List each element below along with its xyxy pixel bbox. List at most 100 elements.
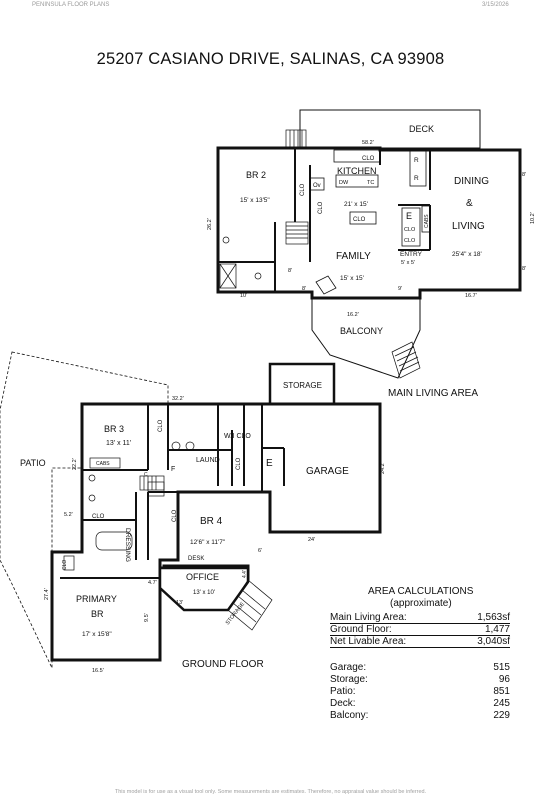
office-dim: 13' x 10' bbox=[193, 590, 215, 596]
kitchen-dim: 21' x 15' bbox=[344, 201, 368, 208]
refrigerator-label-2: R bbox=[414, 175, 419, 182]
primary-dim: 17' x 15'8" bbox=[82, 631, 112, 638]
area-row-label: Deck: bbox=[330, 698, 356, 709]
garage-label: GARAGE bbox=[306, 466, 349, 477]
area-row-value: 245 bbox=[493, 698, 510, 709]
primary-label: PRIMARY bbox=[76, 594, 117, 604]
interior-stairs bbox=[285, 221, 309, 245]
family-chair bbox=[315, 275, 337, 295]
area-row-value: 851 bbox=[493, 686, 510, 697]
garage-storage-label: STORAGE bbox=[283, 381, 322, 390]
balcony-stairs bbox=[391, 341, 421, 379]
trash-compactor-label: TC bbox=[367, 180, 374, 186]
dim-10-2: 10.2' bbox=[530, 212, 536, 224]
dim-9: 9' bbox=[398, 286, 402, 292]
entry-dim: 5' x 5' bbox=[401, 260, 415, 266]
br4-dim: 12'6" x 11'7" bbox=[190, 539, 226, 546]
dim-10: 10' bbox=[240, 293, 247, 299]
dim-26-2: 26.2' bbox=[207, 218, 213, 230]
living-label: LIVING bbox=[452, 221, 485, 232]
balcony-label: BALCONY bbox=[340, 326, 383, 336]
dim-27-4: 27.4' bbox=[44, 588, 50, 600]
area-row-label: Ground Floor: bbox=[330, 624, 392, 635]
area-row-value: 1,563sf bbox=[477, 612, 510, 623]
area-row-label: Patio: bbox=[330, 686, 356, 697]
dim-22-2: 22.2' bbox=[72, 458, 78, 470]
deck-outline bbox=[299, 109, 481, 149]
date-header: 3/15/2026 bbox=[482, 2, 509, 8]
desk-label: DESK bbox=[188, 556, 204, 562]
ground-interior-walls bbox=[52, 404, 285, 579]
dim-16-5: 16.5' bbox=[92, 668, 104, 674]
clo-label-hall: CLO bbox=[318, 201, 324, 214]
dim-8-d: 8' bbox=[302, 286, 306, 292]
amp-label: & bbox=[466, 198, 473, 209]
entry-label: ENTRY bbox=[400, 251, 423, 258]
family-label: FAMILY bbox=[336, 251, 371, 262]
dressing-label: DRESSING bbox=[124, 528, 131, 562]
cabs-label-ground: CABS bbox=[96, 461, 110, 467]
dim-9-5: 9.5' bbox=[144, 613, 150, 622]
area-calc-title: AREA CALCULATIONS bbox=[368, 586, 474, 597]
deck-label: DECK bbox=[409, 124, 434, 134]
clo-label-primary: CLO bbox=[92, 514, 105, 520]
main-floor-walls bbox=[216, 146, 522, 300]
upper-labels: DECK BR 2 15' x 13'5" KITCHEN 21' x 15' … bbox=[207, 124, 536, 399]
area-row-label: Net Livable Area: bbox=[330, 636, 407, 647]
dim-8-b: 8' bbox=[522, 266, 526, 272]
ground-labels: STORAGE BR 3 13' x 11' W/I CLO LAUND E F… bbox=[20, 381, 386, 674]
area-row-value: 96 bbox=[498, 674, 510, 685]
area-row-label: Storage: bbox=[330, 674, 368, 685]
dim-32-2: 32.2' bbox=[172, 396, 184, 402]
patio-label: PATIO bbox=[20, 458, 46, 468]
disclaimer-footer: This model is for use as a visual tool o… bbox=[114, 789, 427, 795]
f-label: F bbox=[171, 466, 175, 473]
dishwasher-label: DW bbox=[339, 180, 349, 186]
kitchen-counters bbox=[309, 149, 431, 247]
kitchen-label: KITCHEN bbox=[337, 166, 377, 176]
dim-5-2: 5.2' bbox=[64, 512, 73, 518]
ground-floor-title: GROUND FLOOR bbox=[182, 659, 264, 670]
e-label-ground: E bbox=[266, 458, 273, 469]
bath-fixtures bbox=[219, 236, 262, 289]
laund-label: LAUND bbox=[196, 457, 220, 464]
dim-6: 6' bbox=[258, 548, 262, 554]
area-row-value: 1,477 bbox=[484, 624, 510, 635]
patio-outline bbox=[0, 351, 169, 669]
balcony-outline bbox=[311, 297, 421, 379]
area-row-value: 515 bbox=[493, 662, 510, 673]
family-dim: 15' x 15' bbox=[340, 275, 364, 282]
dim-16-7: 16.7' bbox=[465, 293, 477, 299]
clo-label-island: CLO bbox=[353, 217, 366, 223]
area-calc-subtitle: (approximate) bbox=[390, 598, 452, 609]
main-living-area-plan bbox=[216, 109, 522, 379]
area-row-value: 229 bbox=[493, 710, 510, 721]
clo-label-br2: CLO bbox=[300, 183, 306, 196]
clo-label-kitchen: CLO bbox=[362, 156, 375, 162]
clo-label-br4: CLO bbox=[172, 509, 178, 522]
dim-8-a: 8' bbox=[522, 172, 526, 178]
office-label: OFFICE bbox=[186, 572, 219, 582]
area-row-value: 3,040sf bbox=[477, 636, 510, 647]
property-address: 25207 CASIANO DRIVE, SALINAS, CA 93908 bbox=[96, 50, 445, 68]
area-row-label: Garage: bbox=[330, 662, 367, 673]
dim-24: 24' bbox=[308, 537, 315, 543]
br2-label: BR 2 bbox=[246, 170, 266, 180]
clo-label-entry-1: CLO bbox=[404, 227, 416, 233]
dim-13: 13' bbox=[176, 600, 183, 606]
area-row-rule bbox=[330, 647, 510, 648]
clo-label-entry-2: CLO bbox=[404, 238, 416, 244]
clo-label-br3: CLO bbox=[158, 419, 164, 432]
dim-16-2: 16.2' bbox=[347, 312, 359, 318]
clo-label-primary-2: CLO bbox=[62, 560, 68, 570]
dim-8-c: 8' bbox=[288, 268, 292, 274]
wiclo-label: W/I CLO bbox=[224, 433, 251, 440]
refrigerator-label-1: R bbox=[414, 157, 419, 164]
br-label: BR bbox=[91, 609, 104, 619]
living-dim: 25'4" x 18' bbox=[452, 251, 482, 258]
area-row-label: Main Living Area: bbox=[330, 612, 407, 623]
clo-label-bath: C bbox=[144, 472, 148, 478]
br3-dim: 13' x 11' bbox=[106, 440, 131, 447]
